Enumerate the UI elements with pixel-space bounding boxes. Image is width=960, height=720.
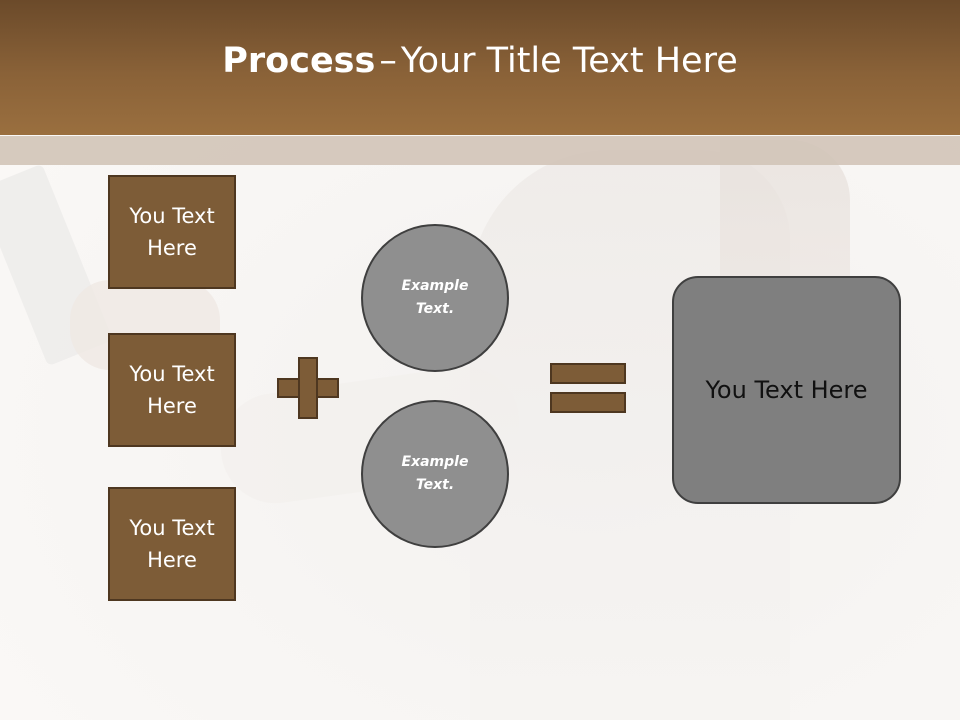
title-separator: –	[379, 40, 397, 81]
example-circle-1: Example Text.	[361, 224, 509, 372]
example-circle-1-label: Example Text.	[401, 278, 469, 317]
title-rest: Your Title Text Here	[400, 40, 738, 81]
equals-icon-bottom-bar	[550, 392, 626, 413]
text-box-1: You Text Here	[108, 175, 236, 289]
text-box-3-label: You Text Here	[129, 516, 215, 572]
text-box-1-label: You Text Here	[129, 204, 215, 260]
text-box-3: You Text Here	[108, 487, 236, 601]
result-label: You Text Here	[705, 376, 868, 404]
text-box-2: You Text Here	[108, 333, 236, 447]
example-circle-2: Example Text.	[361, 400, 509, 548]
header-band	[0, 136, 960, 165]
title-bar: Process–Your Title Text Here	[0, 0, 960, 135]
result-box: You Text Here	[672, 276, 901, 504]
plus-icon	[277, 357, 339, 419]
text-box-2-label: You Text Here	[129, 362, 215, 418]
title-bold: Process	[222, 40, 376, 81]
equals-icon-top-bar	[550, 363, 626, 384]
slide-title: Process–Your Title Text Here	[222, 41, 738, 81]
example-circle-2-label: Example Text.	[401, 454, 469, 493]
